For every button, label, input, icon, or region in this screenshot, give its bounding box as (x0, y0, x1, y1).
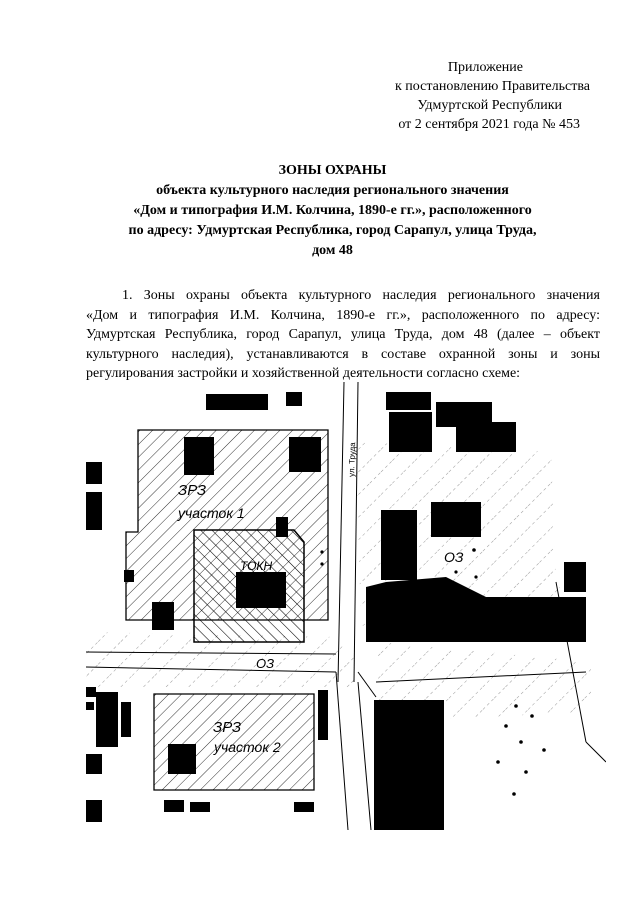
appendix-header: Приложение к постановлению Правительства… (300, 58, 590, 134)
appendix-line: Удмуртской Республики (417, 98, 562, 113)
title-line: дом 48 (312, 243, 353, 258)
appendix-line: Приложение (447, 60, 523, 75)
paragraph-line: регулирования застройки и хозяйственной … (86, 366, 521, 381)
label-oz-right: ОЗ (444, 549, 464, 565)
label-zrz-2: ЗРЗ (213, 719, 241, 736)
paragraph-line: 1. Зоны охраны объекта культурного насле… (122, 288, 600, 303)
streets (86, 382, 606, 830)
zone-scheme-map: ЗРЗ участок 1 ТОКН ОЗ ОЗ ЗРЗ участок 2 у… (86, 382, 606, 830)
buildings (86, 392, 586, 830)
label-zrz-1: ЗРЗ (178, 482, 206, 499)
label-plot-2: участок 2 (213, 739, 281, 755)
paragraph-line: «Дом и типография И.М. Колчина, 1890-е г… (86, 307, 600, 323)
body-paragraph: 1. Зоны охраны объекта культурного насле… (86, 286, 600, 384)
title-line: ЗОНЫ ОХРАНЫ (278, 163, 387, 178)
title-line: объекта культурного наследия регионально… (156, 183, 509, 198)
paragraph-line: Удмуртская Республика, город Сарапул, ул… (86, 327, 600, 342)
appendix-line: от 2 сентября 2021 года № 453 (398, 117, 580, 132)
label-plot-1: участок 1 (177, 505, 245, 521)
label-oz-main: ОЗ (256, 656, 274, 671)
document-title: ЗОНЫ ОХРАНЫ объекта культурного наследия… (60, 161, 605, 261)
label-street: ул. Труда (347, 442, 357, 477)
title-line: «Дом и типография И.М. Колчина, 1890-е г… (133, 203, 532, 218)
label-tokn: ТОКН (240, 559, 272, 573)
tree-markers (320, 526, 546, 796)
title-line: по адресу: Удмуртская Республика, город … (128, 223, 537, 238)
appendix-line: к постановлению Правительства (394, 79, 590, 94)
paragraph-line: культурного наследия), устанавливаются в… (86, 346, 600, 362)
